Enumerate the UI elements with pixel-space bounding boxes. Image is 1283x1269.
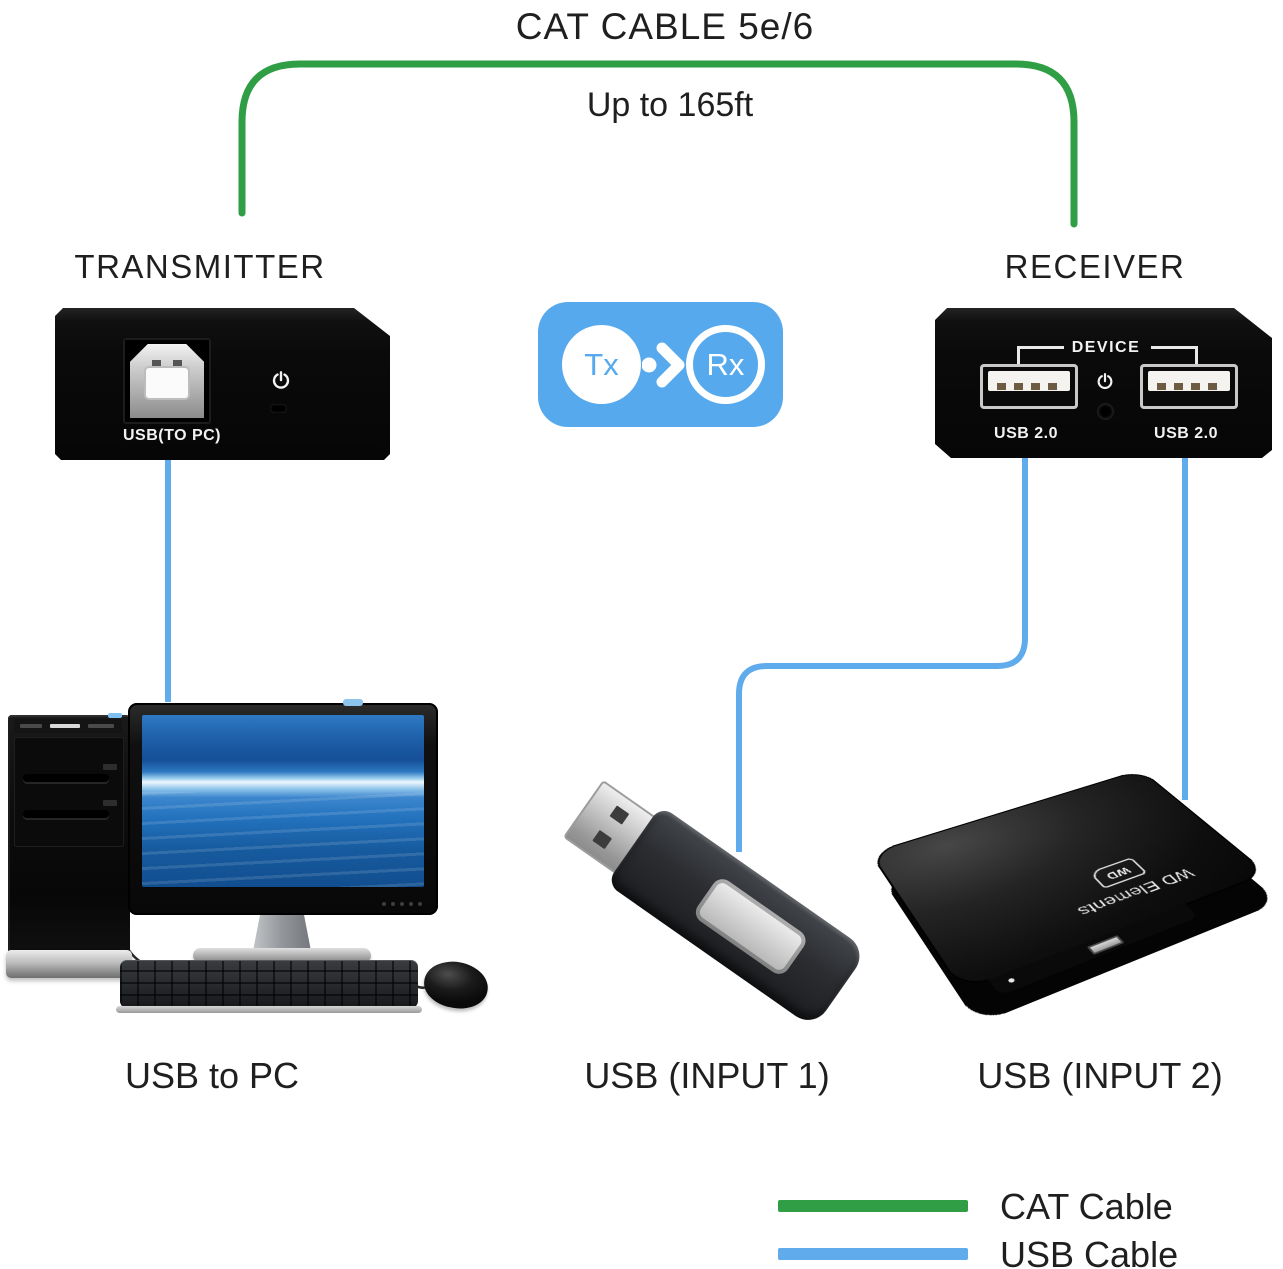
pc-monitor [128,699,438,915]
monitor-screen [142,715,424,887]
usb-a-pins [997,383,1006,390]
transmitter-device: USB(TO PC) [55,308,390,460]
legend-usb-swatch [778,1248,968,1260]
input2-endpoint-label: USB (INPUT 2) [977,1055,1223,1096]
eject-button [103,800,117,806]
monitor-top-clip [343,699,363,706]
receiver-label: RECEIVER [1004,248,1186,285]
usb-a-port-1 [980,364,1078,409]
usb-b-receptacle [146,368,188,398]
tx-rx-flow-badge: Tx Rx [538,302,783,427]
tx-circle: Tx [562,325,641,404]
device-group-label: DEVICE [1071,339,1141,356]
cable-length-note: Up to 165ft [586,86,754,124]
eject-button [103,764,117,770]
card-reader-panel [14,719,122,733]
power-icon [270,370,292,392]
usb-b-pins [152,360,161,366]
usb-a-tab [1148,371,1230,391]
arrow-icon [642,342,685,388]
usb-b-port [123,338,211,424]
status-led [270,404,287,413]
usb-b-frame [130,344,204,418]
device-bracket-left [1017,346,1064,365]
external-hard-drive: WD Elements WD [869,718,1280,1048]
usb2-port2-label: USB 2.0 [1154,425,1218,442]
hard-drive-top: WD Elements WD [869,769,1269,996]
usb-cable-input1 [736,452,1028,852]
transmitter-label: TRANSMITTER [74,248,326,285]
card-slot [88,724,114,728]
pc-endpoint-label: USB to PC [124,1055,300,1096]
power-icon [1095,372,1115,392]
micro-usb-port [1087,935,1125,955]
input1-endpoint-label: USB (INPUT 1) [584,1055,830,1096]
diagram-title: CAT CABLE 5e/6 [515,6,815,47]
monitor-stand-base [193,948,371,963]
usb2-port1-label: USB 2.0 [994,425,1058,442]
drive-bays [14,737,124,847]
card-slot [50,724,80,728]
pc-keyboard [120,960,418,1008]
hard-drive-front-edge [988,904,1199,996]
monitor-stand-neck [253,915,311,951]
monitor-control-buttons [418,902,422,906]
connector-hole [592,829,613,850]
usb-a-port-2 [1140,364,1238,409]
optical-drive-slot [23,774,109,782]
device-bracket-right [1151,346,1198,365]
card-slot [20,724,42,728]
rx-circle: Rx [686,325,765,404]
legend-usb-label: USB Cable [1000,1234,1179,1269]
tower-power-led [108,713,122,718]
status-led [1098,404,1113,419]
receiver-device: DEVICE USB 2.0 USB 2.0 [935,308,1272,458]
tower-base [6,950,132,978]
connector-hole [609,805,630,825]
usb-to-pc-port-label: USB(TO PC) [122,427,222,444]
keyboard-edge [116,1006,422,1013]
legend-cat-label: CAT Cable [1000,1186,1173,1227]
optical-drive-slot [23,810,109,818]
hdd-led [1007,977,1016,984]
hard-drive-3d: WD Elements WD [834,760,1283,1073]
usb-a-pins [1157,383,1166,390]
water-ripples [142,792,424,887]
legend-cat-swatch [778,1200,968,1212]
usb-a-tab [988,371,1070,391]
cat-cable-line [238,60,1078,228]
pc-tower [8,713,130,955]
